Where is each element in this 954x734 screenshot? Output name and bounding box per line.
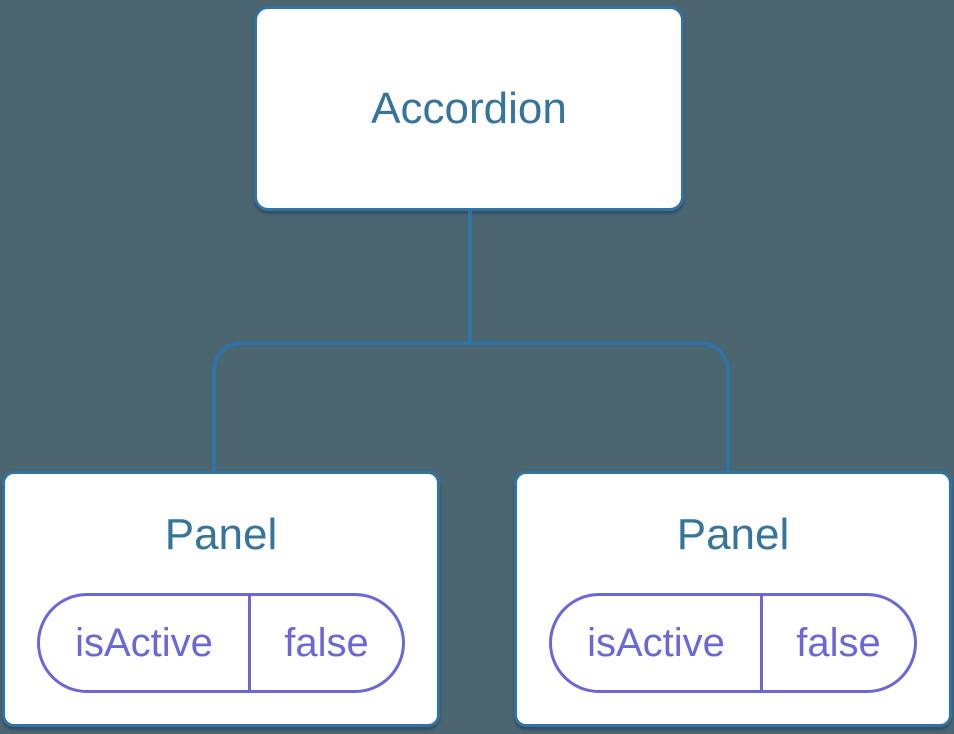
state-pill-left: isActive false xyxy=(37,593,405,693)
state-key-label: isActive xyxy=(552,596,764,690)
connector-stem-line xyxy=(468,209,472,343)
accordion-node-label: Accordion xyxy=(371,83,567,133)
panel-node-left: Panel isActive false xyxy=(2,471,440,727)
panel-node-right-label: Panel xyxy=(676,510,790,559)
panel-node-right: Panel isActive false xyxy=(514,471,952,727)
state-key-label: isActive xyxy=(40,596,252,690)
state-value-label: false xyxy=(284,620,369,665)
panel-node-left-label: Panel xyxy=(164,510,278,559)
accordion-node: Accordion xyxy=(254,6,684,211)
state-value-label: false xyxy=(796,620,881,665)
connector-bracket-line xyxy=(212,341,730,472)
state-pill-right: isActive false xyxy=(549,593,917,693)
